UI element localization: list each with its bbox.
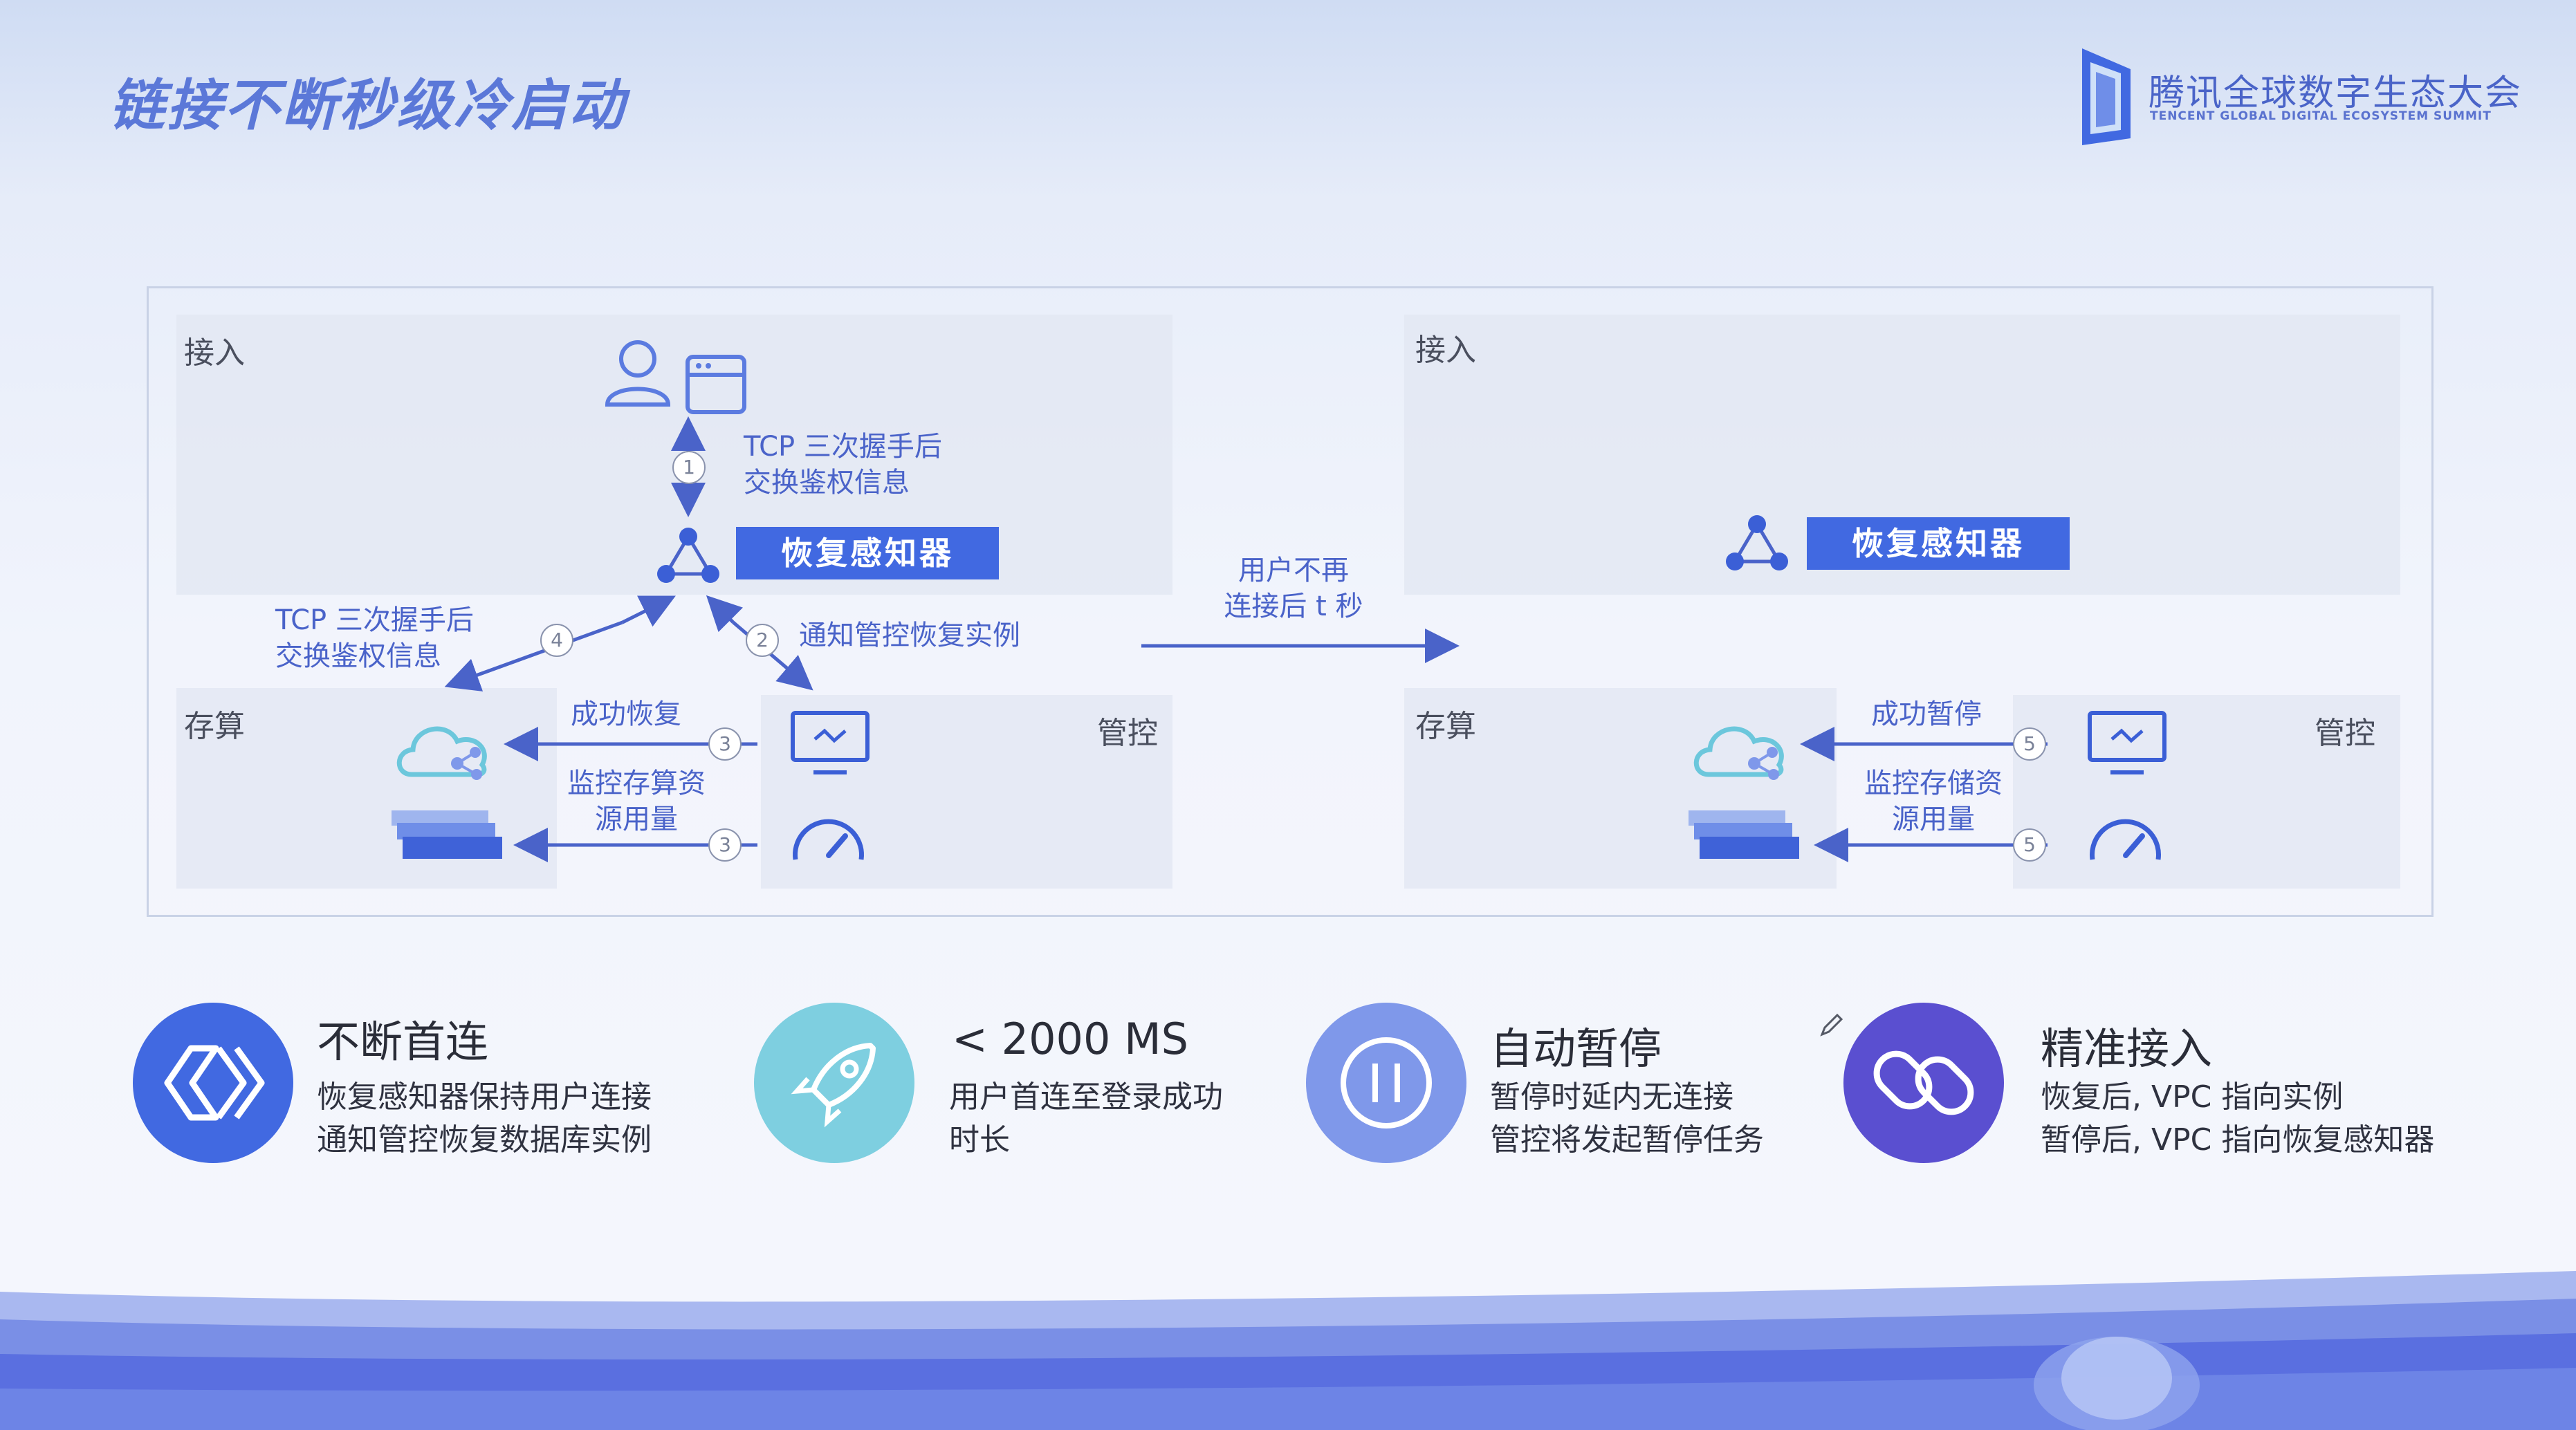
step-badge-3a: 3 bbox=[708, 727, 742, 761]
step-badge-5a: 5 bbox=[2013, 727, 2046, 761]
feature-1-line2: 通知管控恢复数据库实例 bbox=[317, 1122, 652, 1158]
step4-label-line2: 交换鉴权信息 bbox=[275, 640, 441, 672]
tencent-logo-icon bbox=[2082, 48, 2131, 145]
storage-stack-icon bbox=[1689, 810, 1799, 859]
right-control-label: 管控 bbox=[2315, 716, 2375, 751]
step4-label-line1: TCP 三次握手后 bbox=[275, 604, 474, 636]
feature-1-line1: 恢复感知器保持用户连接 bbox=[317, 1079, 652, 1115]
step-badge-2: 2 bbox=[746, 624, 779, 657]
monitor-icon bbox=[2088, 711, 2166, 774]
left-monitor-label-line2: 源用量 bbox=[595, 804, 678, 835]
pause-icon bbox=[1341, 1037, 1432, 1129]
feature-2-title: < 2000 MS bbox=[952, 1014, 1188, 1064]
right-compute-label: 存算 bbox=[1415, 709, 1476, 744]
feature-1-circle bbox=[133, 1003, 293, 1163]
right-monitor-label-line1: 监控存储资 bbox=[1864, 768, 2003, 799]
monitor-icon bbox=[791, 711, 870, 774]
chevrons-icon bbox=[164, 1045, 265, 1121]
feature-3-title: 自动暂停 bbox=[1490, 1023, 1662, 1074]
transition-label-line1: 用户不再 bbox=[1238, 555, 1349, 586]
cloud-network-icon bbox=[396, 726, 487, 780]
left-success-label: 成功恢复 bbox=[571, 698, 681, 730]
step-badge-1: 1 bbox=[672, 451, 706, 484]
feature-4-title: 精准接入 bbox=[2041, 1023, 2213, 1074]
step1-label-line1: TCP 三次握手后 bbox=[744, 431, 942, 463]
step-badge-3b: 3 bbox=[708, 828, 742, 862]
feature-4-line1: 恢复后, VPC 指向实例 bbox=[2041, 1079, 2344, 1115]
transition-label-line2: 连接后 t 秒 bbox=[1224, 591, 1363, 622]
right-control-zone bbox=[2013, 695, 2400, 889]
step-badge-4: 4 bbox=[540, 624, 573, 657]
feature-2-line1: 用户首连至登录成功 bbox=[949, 1079, 1223, 1115]
page-title: 链接不断秒级冷启动 bbox=[109, 73, 626, 138]
cloud-network-icon bbox=[1693, 726, 1784, 780]
feature-1-title: 不断首连 bbox=[317, 1016, 489, 1067]
feature-3-line1: 暂停时延内无连接 bbox=[1490, 1079, 1733, 1115]
user-icon bbox=[605, 340, 671, 407]
feature-3-circle bbox=[1306, 1003, 1466, 1163]
gauge-icon bbox=[2090, 819, 2161, 860]
storage-stack-icon bbox=[392, 810, 502, 859]
right-access-label: 接入 bbox=[1415, 333, 1476, 368]
network-nodes-icon bbox=[1726, 515, 1788, 570]
gauge-icon bbox=[793, 819, 864, 860]
left-compute-label: 存算 bbox=[184, 709, 245, 744]
step1-label-line2: 交换鉴权信息 bbox=[744, 467, 910, 499]
logo-subtitle: TENCENT GLOBAL DIGITAL ECOSYSTEM SUMMIT bbox=[2150, 109, 2492, 123]
network-nodes-icon bbox=[657, 528, 719, 583]
step2-label: 通知管控恢复实例 bbox=[799, 620, 1020, 651]
feature-3-line2: 管控将发起暂停任务 bbox=[1490, 1122, 1764, 1158]
right-success-label: 成功暂停 bbox=[1871, 698, 1982, 730]
feature-4-line2: 暂停后, VPC 指向恢复感知器 bbox=[2041, 1122, 2435, 1158]
left-access-label: 接入 bbox=[184, 335, 245, 371]
link-icon bbox=[1873, 1050, 1974, 1115]
browser-window-icon bbox=[686, 355, 746, 414]
left-access-zone bbox=[176, 315, 1172, 595]
feature-2-circle bbox=[754, 1003, 914, 1163]
feature-2-line2: 时长 bbox=[949, 1122, 1010, 1158]
footer-wave-decoration bbox=[0, 1271, 2576, 1430]
rocket-icon bbox=[791, 1043, 876, 1128]
feature-4-circle bbox=[1843, 1003, 2004, 1163]
left-control-label: 管控 bbox=[1097, 716, 1158, 751]
left-detector-box: 恢复感知器 bbox=[736, 527, 999, 579]
step-badge-5b: 5 bbox=[2013, 828, 2046, 862]
logo-name: 腾讯全球数字生态大会 bbox=[2149, 73, 2523, 114]
pencil-icon bbox=[1820, 1013, 1843, 1037]
left-monitor-label-line1: 监控存算资 bbox=[567, 768, 706, 799]
right-detector-box: 恢复感知器 bbox=[1807, 517, 2070, 570]
right-monitor-label-line2: 源用量 bbox=[1892, 804, 1975, 835]
